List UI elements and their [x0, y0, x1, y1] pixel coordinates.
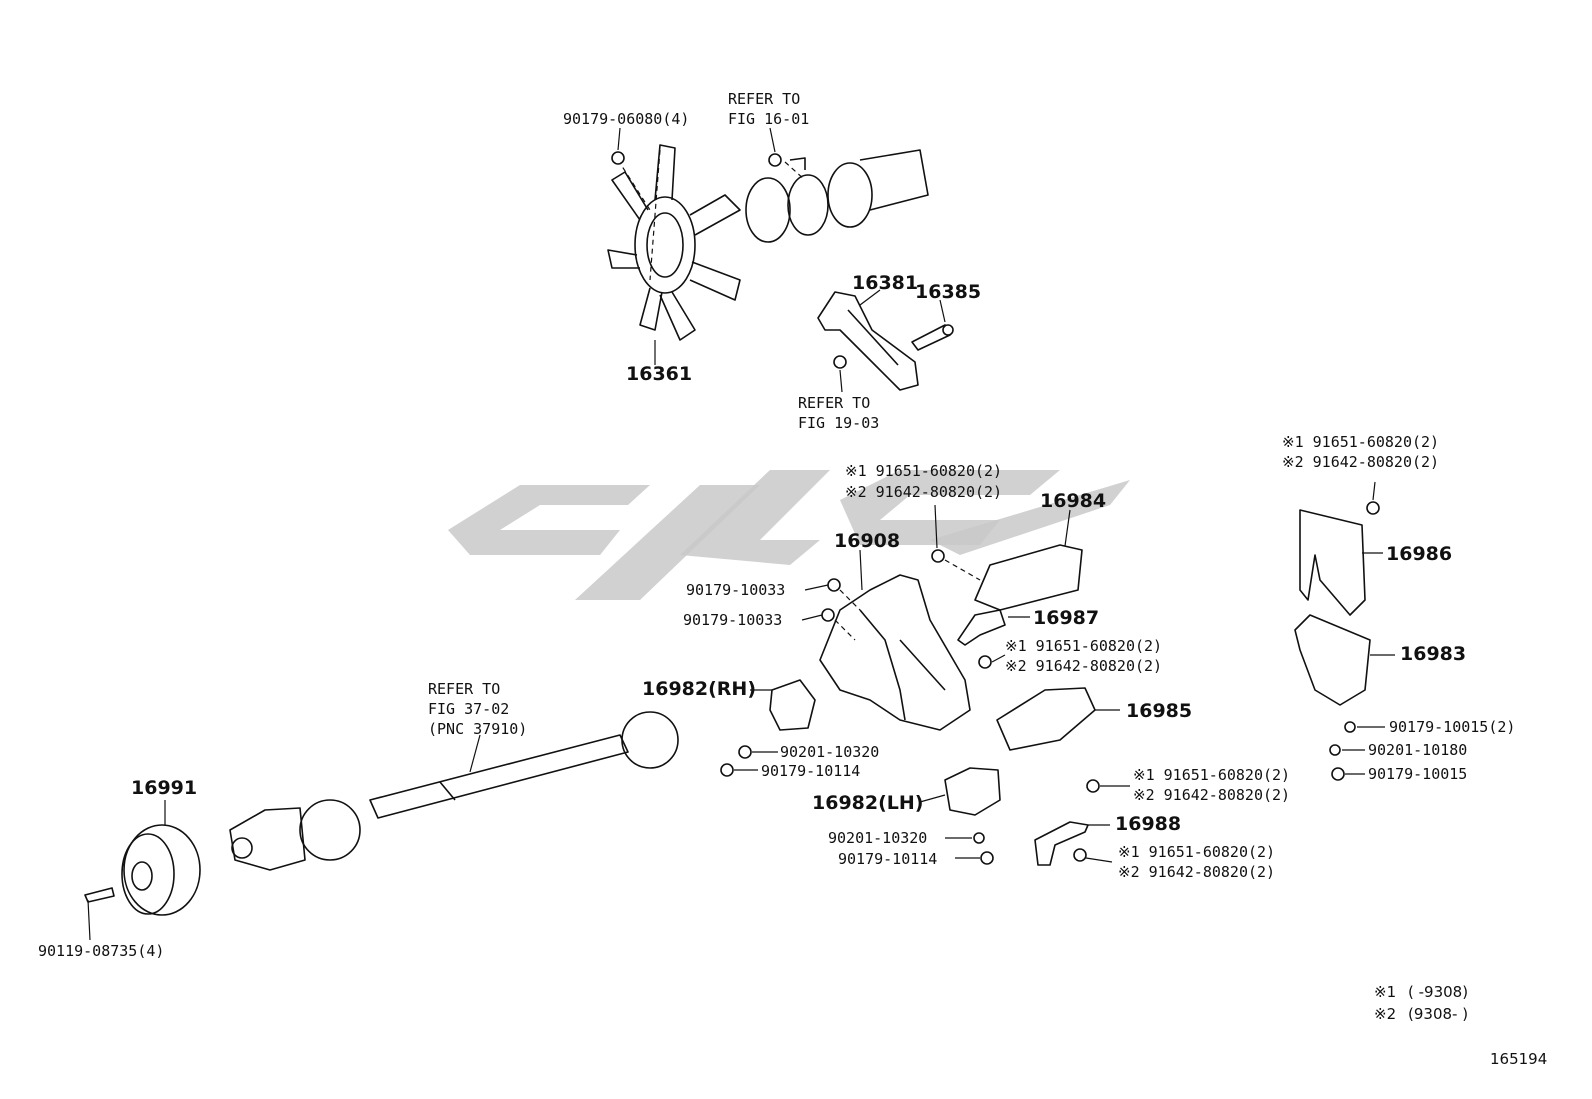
- label-refer-16-01-line1: REFER TO: [728, 90, 800, 108]
- label-refer-19-03-line2: FIG 19-03: [798, 414, 879, 432]
- mount-16983: [1294, 614, 1371, 781]
- pulley-16991: [84, 824, 201, 916]
- note-1-range: ( -9308): [1408, 983, 1468, 1001]
- figure-id: 165194: [1490, 1050, 1547, 1068]
- bracket-16984: [931, 544, 1083, 611]
- label-mid-bolt1: ※1 91651-60820(2): [1005, 637, 1162, 655]
- fan-clutch: [745, 149, 929, 243]
- label-16985: 16985: [1126, 700, 1192, 722]
- label-16385: 16385: [915, 281, 981, 303]
- note-1-mark: ※1: [1374, 983, 1396, 1001]
- label-fan-nut: 90179-06080(4): [563, 110, 689, 128]
- fan-16361: [607, 144, 741, 341]
- label-right-top-bolt2: ※2 91642-80820(2): [1282, 453, 1439, 471]
- label-16991: 16991: [131, 777, 197, 799]
- label-refer-37-line1: REFER TO: [428, 680, 500, 698]
- label-16361: 16361: [626, 363, 692, 385]
- label-right-top-bolt1: ※1 91651-60820(2): [1282, 433, 1439, 451]
- fan-nut-icon: [611, 151, 625, 165]
- bracket-16985: [996, 687, 1100, 793]
- watermark-logo: [448, 470, 1130, 600]
- label-16982-rh: 16982(RH): [642, 678, 756, 700]
- bracket-16381: [817, 291, 919, 391]
- label-16986: 16986: [1386, 543, 1452, 565]
- label-top-mid-bolt2: ※2 91642-80820(2): [845, 483, 1002, 501]
- label-16908: 16908: [834, 530, 900, 552]
- label-refer-19-03-line1: REFER TO: [798, 394, 870, 412]
- bracket-16987: [957, 609, 1006, 669]
- label-16982-lh: 16982(LH): [812, 792, 923, 814]
- label-refer-16-01-line2: FIG 16-01: [728, 110, 809, 128]
- label-pulley-bolt: 90119-08735(4): [38, 942, 164, 960]
- label-washer-10320-a: 90201-10320: [780, 743, 879, 761]
- label-lower-bolt1: ※1 91651-60820(2): [1133, 766, 1290, 784]
- bracket-16986: [1299, 501, 1380, 616]
- mount-16982-rh: [720, 679, 816, 777]
- label-16988: 16988: [1115, 813, 1181, 835]
- label-bottom-bolt1: ※1 91651-60820(2): [1118, 843, 1275, 861]
- drive-shaft: [229, 711, 679, 871]
- label-16983: 16983: [1400, 643, 1466, 665]
- bracket-16988: [1034, 821, 1089, 866]
- label-16984: 16984: [1040, 490, 1106, 512]
- label-washer-10180: 90201-10180: [1368, 741, 1467, 759]
- label-nut-10033-a: 90179-10033: [686, 581, 785, 599]
- label-bottom-bolt2: ※2 91642-80820(2): [1118, 863, 1275, 881]
- bolt-16385: [911, 324, 954, 351]
- leader-lines: [87, 127, 1395, 941]
- label-nut-10033-b: 90179-10033: [683, 611, 782, 629]
- label-top-mid-bolt1: ※1 91651-60820(2): [845, 462, 1002, 480]
- label-refer-37-line2: FIG 37-02: [428, 700, 509, 718]
- mount-16982-lh: [944, 767, 1001, 865]
- label-nut-10114-a: 90179-10114: [761, 762, 860, 780]
- label-nut-10015: 90179-10015: [1368, 765, 1467, 783]
- label-16381: 16381: [852, 272, 918, 294]
- label-16987: 16987: [1033, 607, 1099, 629]
- label-nut-10015-2: 90179-10015(2): [1389, 718, 1515, 736]
- label-nut-10114-b: 90179-10114: [838, 850, 937, 868]
- note-2-mark: ※2: [1374, 1005, 1396, 1023]
- label-lower-bolt2: ※2 91642-80820(2): [1133, 786, 1290, 804]
- label-washer-10320-b: 90201-10320: [828, 829, 927, 847]
- note-2-range: (9308- ): [1408, 1005, 1468, 1023]
- label-mid-bolt2: ※2 91642-80820(2): [1005, 657, 1162, 675]
- label-refer-37-line3: (PNC 37910): [428, 720, 527, 738]
- mount-bracket-16908: [819, 574, 971, 731]
